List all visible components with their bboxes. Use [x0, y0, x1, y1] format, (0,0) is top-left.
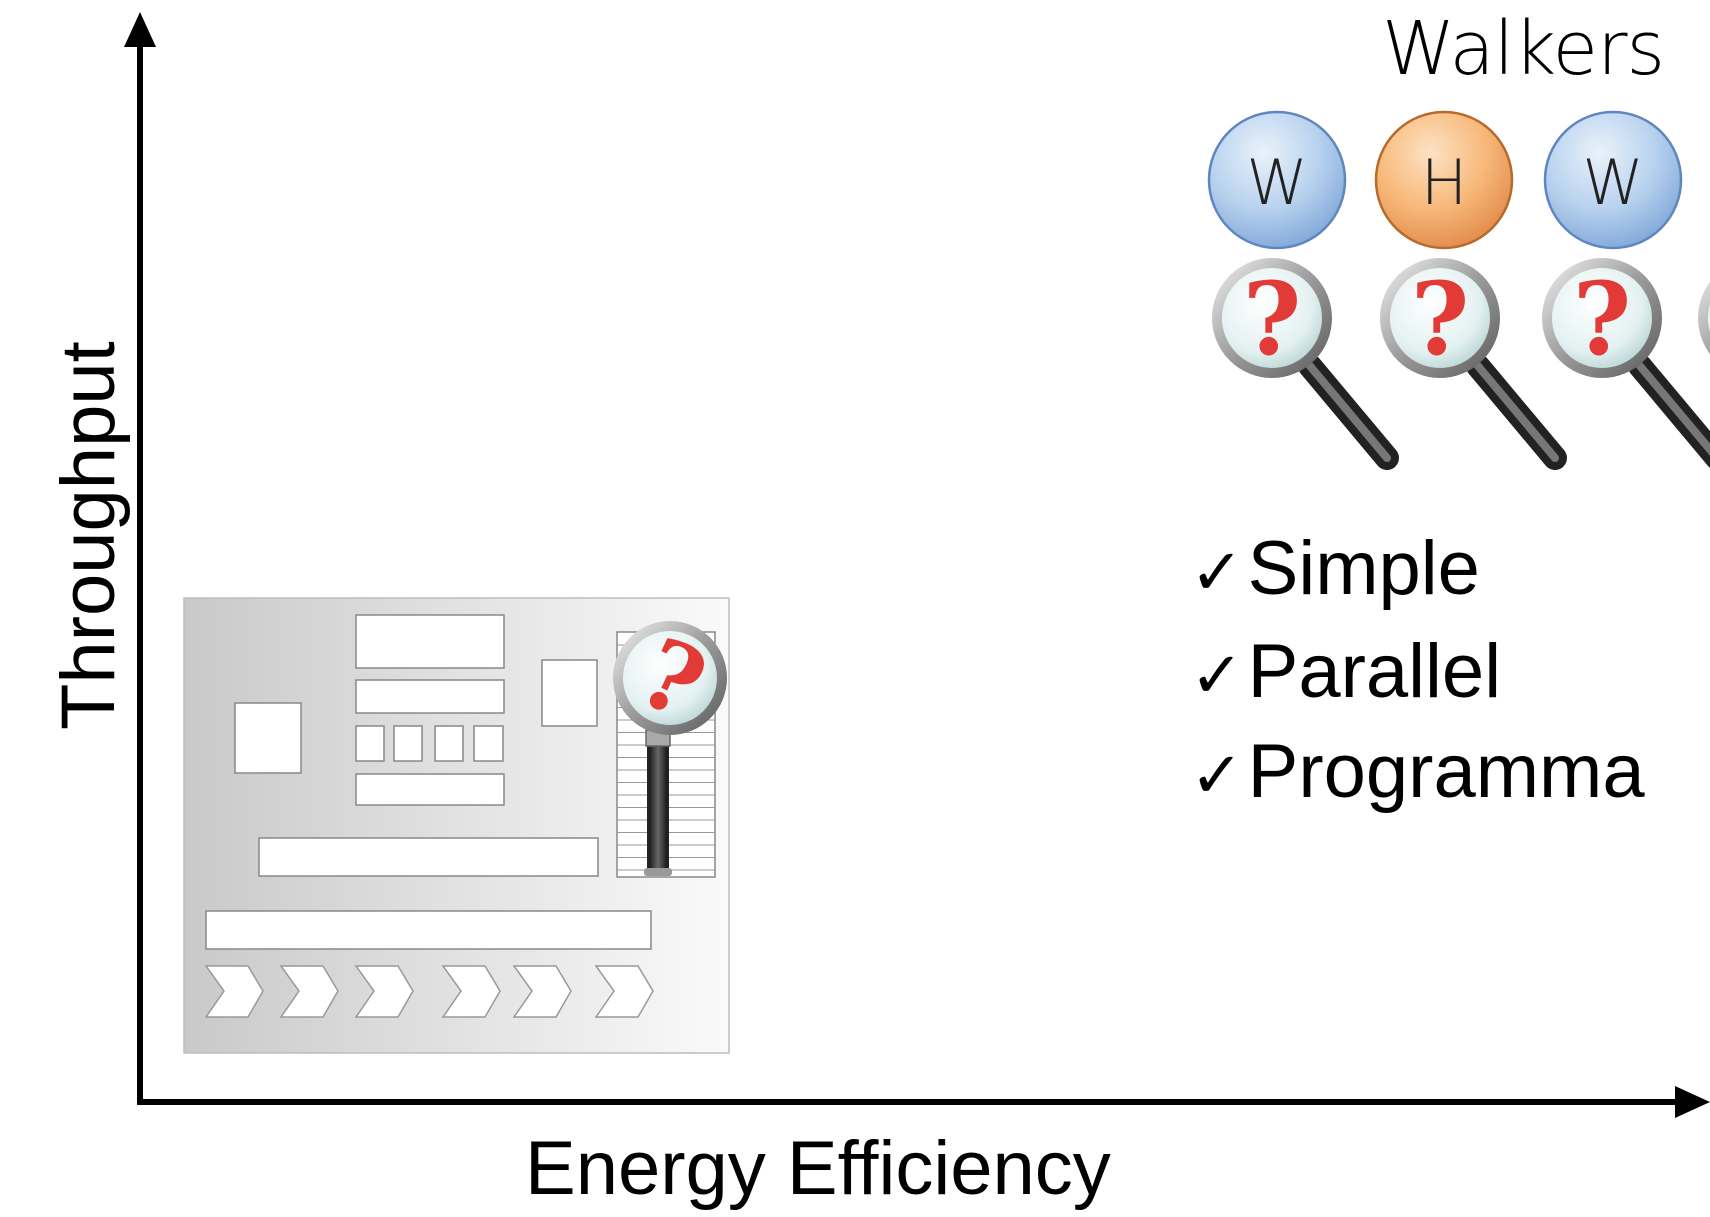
feature-label: Parallel: [1247, 629, 1502, 714]
y-axis-label: Throughput: [46, 341, 131, 730]
block: [541, 659, 598, 727]
processor-illustration: ?: [183, 597, 730, 1054]
block: [258, 837, 599, 877]
pipeline-stage-chevron: [594, 965, 654, 1018]
walker-letter: W: [1582, 146, 1643, 219]
walker-magnifiers: ????: [1212, 258, 1710, 470]
walker-letter: H: [1421, 146, 1468, 219]
magnifier-icon: ?: [1380, 258, 1567, 470]
walkers-title: Walkers: [1382, 6, 1665, 92]
pipeline-stages: [204, 965, 654, 1018]
block: [205, 910, 652, 950]
question-mark-icon: ?: [1573, 260, 1632, 378]
magnifier-icon: ?: [1212, 258, 1399, 470]
block: [355, 773, 505, 806]
feature-label: Simple: [1247, 526, 1480, 611]
checkmark-icon: ✓: [1190, 536, 1244, 610]
feature-item: ✓Parallel: [1190, 628, 1501, 715]
feature-item: ✓Programma: [1190, 728, 1645, 815]
feature-label: Programma: [1247, 729, 1645, 814]
y-axis-arrowhead: [124, 12, 156, 47]
block: [393, 725, 423, 762]
block: [434, 725, 464, 762]
question-mark-icon: ?: [1411, 260, 1470, 378]
x-axis-label: Energy Efficiency: [525, 1126, 1111, 1211]
pipeline-stage-chevron: [354, 965, 414, 1018]
feature-item: ✓Simple: [1190, 525, 1480, 612]
walker-letter: W: [1246, 146, 1307, 219]
block: [234, 702, 302, 774]
pipeline-stage-chevron: [279, 965, 339, 1018]
pipeline-stage-chevron: [512, 965, 572, 1018]
x-axis-arrowhead: [1675, 1086, 1710, 1118]
question-mark-icon: ?: [1243, 260, 1302, 378]
magnifier-icon: ?: [613, 616, 727, 876]
block: [355, 679, 505, 714]
pipeline-stage-chevron: [204, 965, 264, 1018]
checkmark-icon: ✓: [1190, 739, 1244, 813]
walker-unit: W: [1543, 110, 1683, 250]
block: [355, 725, 385, 762]
axes: [124, 12, 1710, 1118]
walker-unit: W: [1207, 110, 1347, 250]
checkmark-icon: ✓: [1190, 639, 1244, 713]
walker-unit: H: [1374, 110, 1514, 250]
magnifier-icon: ?: [1542, 258, 1710, 468]
block: [355, 614, 505, 669]
pipeline-stage-chevron: [441, 965, 501, 1018]
block: [473, 725, 504, 762]
